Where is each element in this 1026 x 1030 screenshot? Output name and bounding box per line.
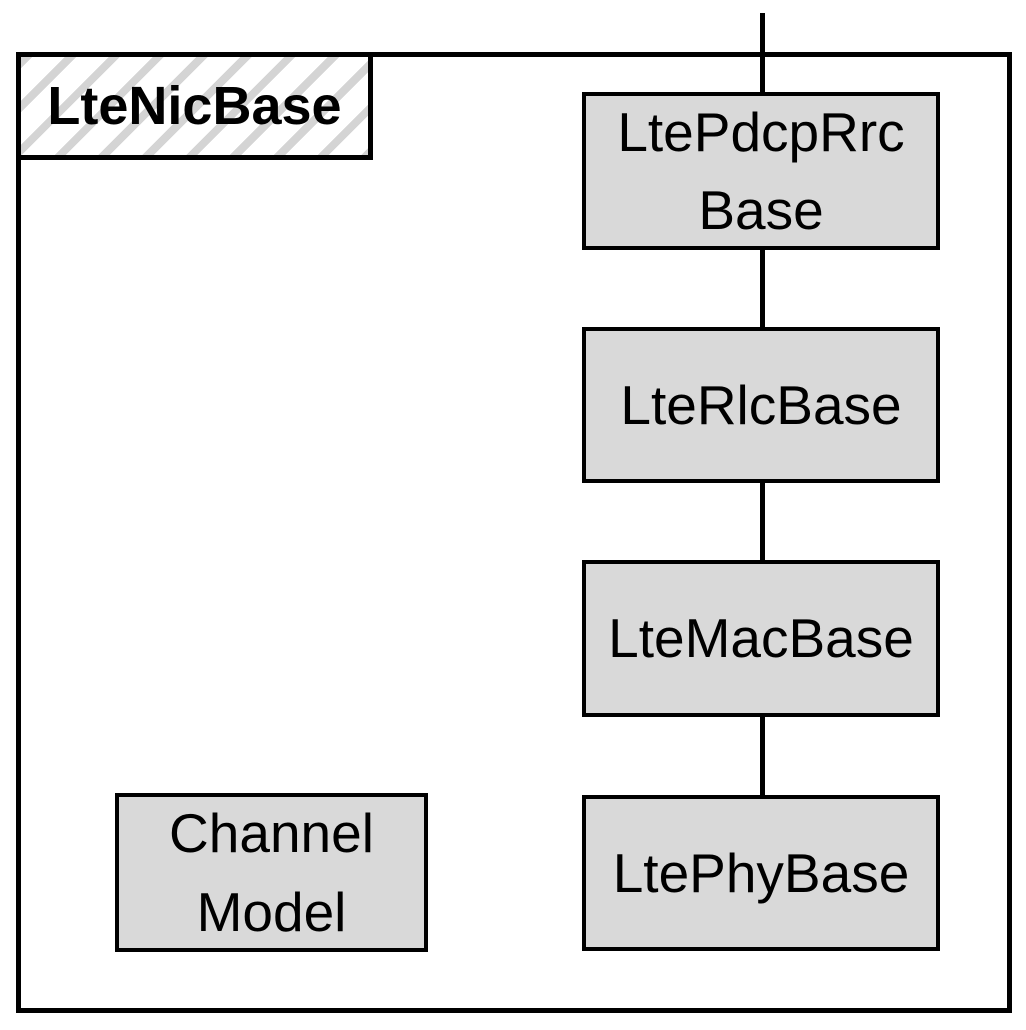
edge-external-to-pdcp <box>760 13 765 96</box>
node-lte-mac-base: LteMacBase <box>582 560 940 717</box>
node-label-line: LtePdcpRrc <box>617 100 905 163</box>
node-lte-pdcp-rrc-base: LtePdcpRrc Base <box>582 92 940 250</box>
edge-mac-to-phy <box>760 713 765 799</box>
node-label: LteMacBase <box>608 607 914 670</box>
node-channel-model: Channel Model <box>115 793 428 952</box>
node-lte-rlc-base: LteRlcBase <box>582 327 940 483</box>
node-label-line: Channel <box>169 802 374 865</box>
container-title-lte-nic-base: LteNicBase <box>16 52 373 160</box>
edge-rlc-to-mac <box>760 479 765 564</box>
node-label: LtePhyBase <box>612 841 910 904</box>
node-lte-phy-base: LtePhyBase <box>582 795 940 951</box>
lte-nic-base-container <box>16 52 1012 1013</box>
node-label: LteRlcBase <box>620 373 902 436</box>
node-label-line: Base <box>698 179 824 241</box>
edge-pdcp-to-rlc <box>760 246 765 331</box>
node-label-line: Model <box>196 880 347 943</box>
